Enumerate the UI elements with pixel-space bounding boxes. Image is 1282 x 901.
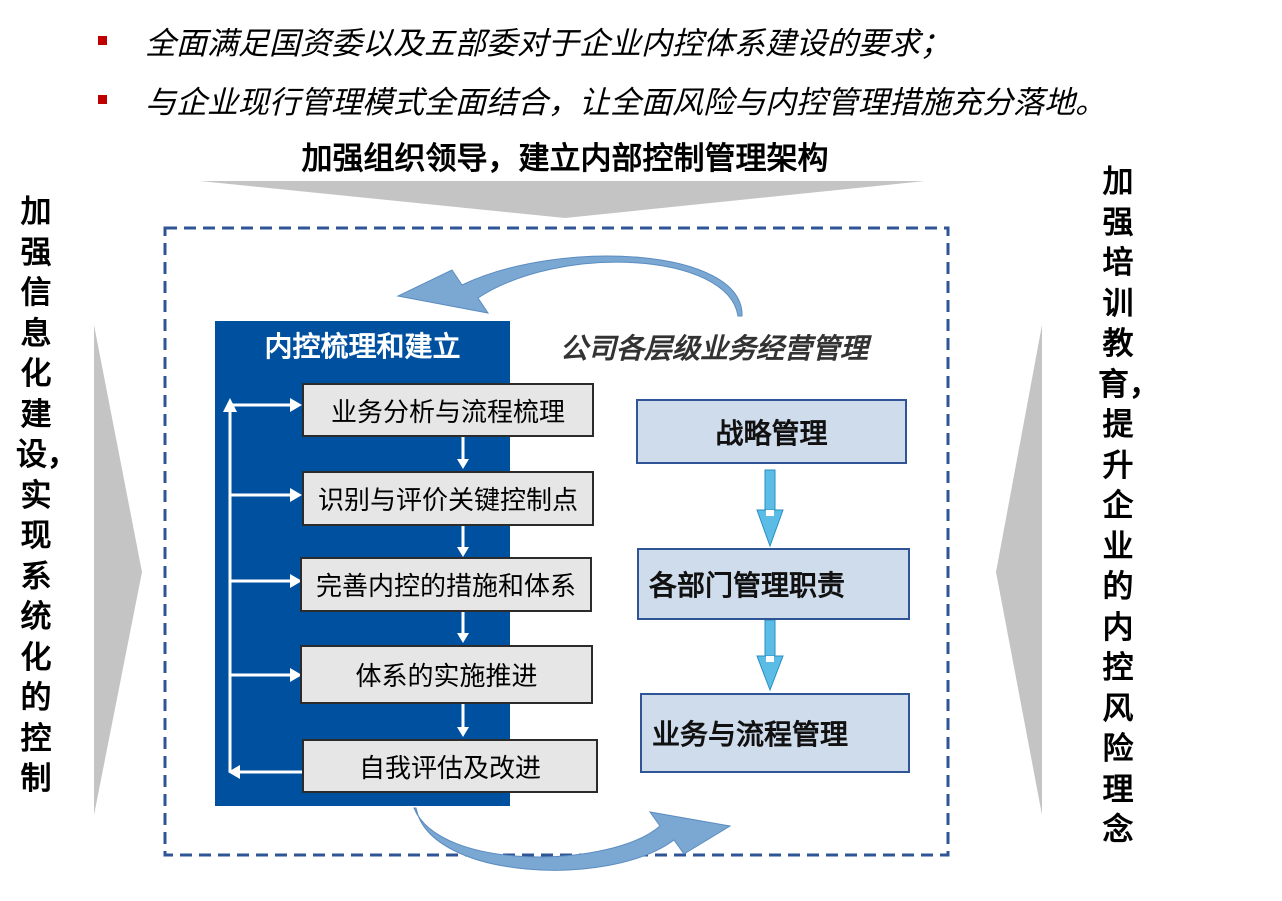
- bullet-item: 全面满足国资委以及五部委对于企业内控体系建设的要求；: [98, 18, 951, 63]
- upper-cycle-arrow: [396, 255, 743, 317]
- panel-title: 内控梳理和建立: [264, 330, 461, 363]
- cyan-arrow-2: [756, 619, 784, 692]
- mgmt-box: 战略管理: [636, 399, 907, 464]
- left-gray-arrow: [94, 325, 142, 815]
- bullet-item: 与企业现行管理模式全面结合，让全面风险与内控管理措施充分落地。: [98, 77, 1106, 122]
- right-gray-arrow: [996, 325, 1042, 815]
- bullet-text: 全面满足国资委以及五部委对于企业内控体系建设的要求；: [145, 26, 951, 62]
- step-box: 体系的实施推进: [300, 645, 593, 704]
- step-box: 自我评估及改进: [302, 739, 598, 793]
- cyan-arrow-1: [756, 469, 784, 548]
- bullet-square-icon: [98, 36, 107, 45]
- step-box: 完善内控的措施和体系: [300, 557, 592, 612]
- mgmt-box: 业务与流程管理: [640, 693, 910, 773]
- lower-cycle-arrow: [413, 807, 732, 871]
- left-side-label: 加强信息化建设，实现系统化的控制: [16, 194, 78, 797]
- management-title: 公司各层级业务经营管理: [560, 332, 869, 365]
- dashed-container: [163, 226, 950, 857]
- top-gray-arrow: [200, 181, 925, 218]
- step-box: 业务分析与流程梳理: [302, 383, 594, 437]
- right-side-label: 加强培训教育，提升企业的内控风险理念: [1098, 164, 1160, 848]
- bullet-text: 与企业现行管理模式全面结合，让全面风险与内控管理措施充分落地。: [145, 85, 1106, 121]
- bullet-square-icon: [98, 95, 107, 104]
- mgmt-box: 各部门管理职责: [637, 548, 910, 620]
- step-box: 识别与评价关键控制点: [302, 471, 594, 526]
- top-title: 加强组织领导，建立内部控制管理架构: [301, 141, 829, 177]
